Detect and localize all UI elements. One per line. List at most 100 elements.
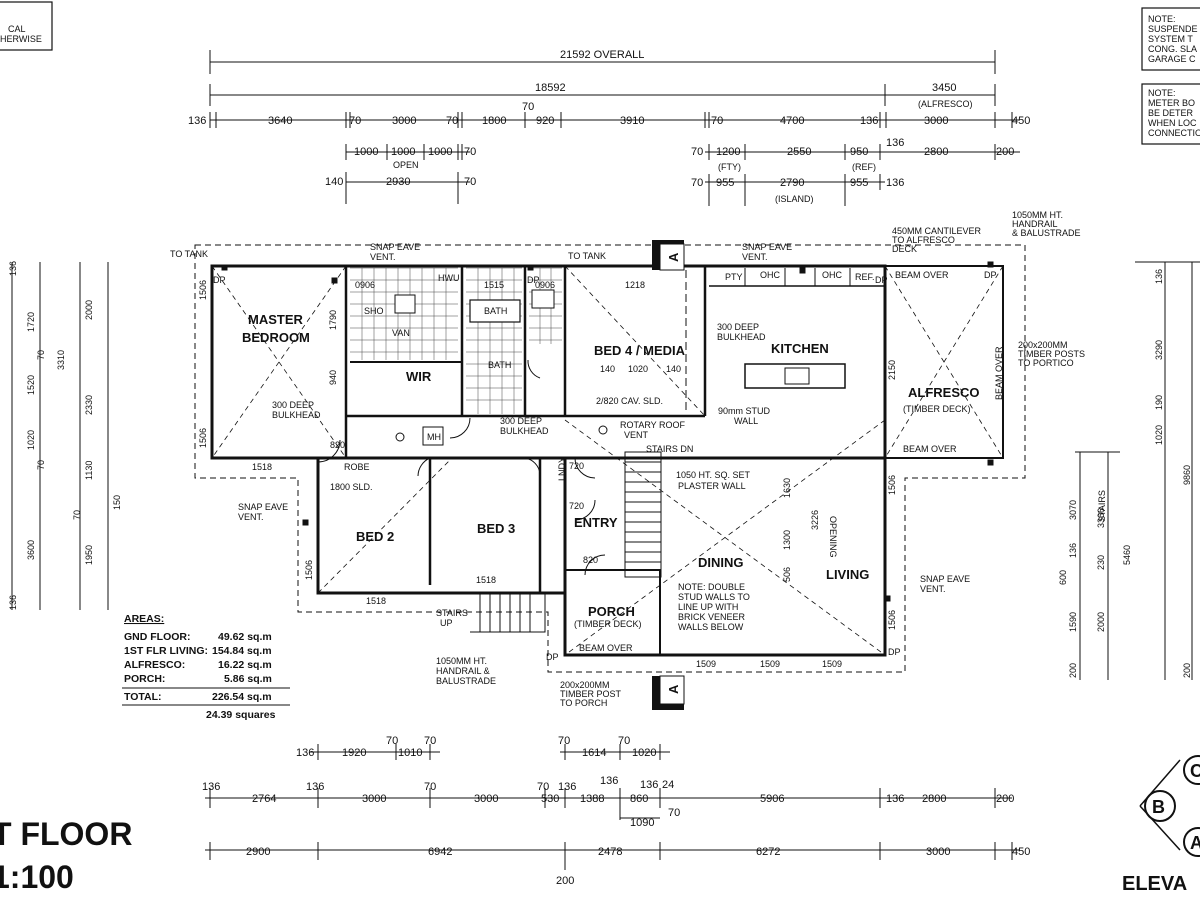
- room-wir-label: WIR: [406, 369, 432, 384]
- bottom-dimensions: 136 1920 1010 70 70 70 1614 1020 70 136 …: [202, 735, 1030, 887]
- note-text: NOTE:: [1148, 14, 1176, 24]
- dimension-label: 1518: [366, 596, 386, 606]
- dimension-label: 2800: [922, 793, 946, 805]
- dimension-label: 136: [558, 781, 576, 793]
- dimension-label: 9860: [1182, 465, 1192, 485]
- left-dimensions: 136 1720 70 1520 1020 70 1130 3600 1950 …: [8, 261, 314, 610]
- dimension-label: 820: [583, 555, 598, 565]
- dimension-label: 1200: [716, 146, 740, 158]
- dimension-label: 3000: [392, 115, 416, 127]
- section-label: A: [666, 252, 681, 262]
- room-bath-label: BATH: [488, 360, 511, 370]
- annotation: BEAM OVER: [994, 346, 1004, 400]
- annotation: DP: [875, 275, 888, 285]
- dimension-label: 450: [1012, 846, 1030, 858]
- dimension-label: 530: [541, 793, 559, 805]
- annotation: WALLS BELOW: [678, 622, 744, 632]
- dimension-label: 136: [886, 793, 904, 805]
- annotation: 300 DEEP: [500, 416, 542, 426]
- dimension-label: 1790: [328, 310, 338, 330]
- title-line1: T FLOOR: [0, 816, 132, 852]
- dimension-label: 1000: [391, 146, 415, 158]
- dimension-label: 3000: [926, 846, 950, 858]
- annotation: BULKHEAD: [272, 410, 321, 420]
- dimension-label: 3000: [362, 793, 386, 805]
- dimension-label: 70: [36, 350, 46, 360]
- dimension-label: 1950: [84, 545, 94, 565]
- annotation: TO PORCH: [560, 698, 607, 708]
- dimension-label: 1506: [198, 428, 208, 448]
- dimension-label: 1388: [580, 793, 604, 805]
- dimension-label: 1506: [198, 280, 208, 300]
- dimension-label: OPEN: [393, 160, 419, 170]
- dimension-label: (FTY): [718, 162, 741, 172]
- room-alfresco-sub: (TIMBER DECK): [903, 404, 971, 414]
- dimension-label: 200: [996, 793, 1014, 805]
- area-total-label: TOTAL:: [124, 691, 162, 703]
- dimension-label: 1300: [782, 530, 792, 550]
- elevation-label: ELEVA: [1122, 873, 1187, 895]
- note-box-right-1: NOTE: SUSPENDE SYSTEM T CONG. SLA GARAGE…: [1141, 7, 1200, 71]
- dimension-label: 140: [600, 364, 615, 374]
- dimension-label: 140: [325, 176, 343, 188]
- dimension-label: 2900: [246, 846, 270, 858]
- room-living-label: LIVING: [826, 567, 869, 582]
- note-text: NOTE:: [1148, 88, 1176, 98]
- dimension-label: 18592: [535, 82, 566, 94]
- title-line2: 1:100: [0, 859, 74, 895]
- dimension-label: 70: [537, 781, 549, 793]
- dimension-label: 136: [600, 775, 618, 787]
- dimension-label: 820: [330, 440, 345, 450]
- room-bed3-label: BED 3: [477, 521, 515, 536]
- dimension-label: 70: [36, 460, 46, 470]
- dimension-label: 200: [1182, 663, 1192, 678]
- note-text: CONNECTIO: [1148, 128, 1200, 138]
- note-text: GARAGE C: [1148, 54, 1196, 64]
- dimension-label: 1020: [628, 364, 648, 374]
- annotation: TIMBER POSTS: [1018, 349, 1085, 359]
- dimension-label: 190: [1154, 395, 1164, 410]
- note-text: WHEN LOC: [1148, 118, 1197, 128]
- dimension-label: 3070: [1068, 500, 1078, 520]
- dimension-label: 70: [558, 735, 570, 747]
- dimension-label: 1614: [582, 747, 606, 759]
- dimension-label: 24: [662, 779, 674, 791]
- room-ref-label: REF.: [855, 272, 875, 282]
- dimension-label: 70: [691, 146, 703, 158]
- dimension-label: 70: [386, 735, 398, 747]
- dimension-label: 3910: [620, 115, 644, 127]
- annotation: TO TANK: [568, 251, 606, 261]
- annotation: 200x200MM: [560, 680, 610, 690]
- annotation: BEAM OVER: [579, 643, 633, 653]
- room-master-label: MASTER: [248, 312, 304, 327]
- annotation: 90mm STUD: [718, 406, 771, 416]
- dimension-label: 0906: [535, 280, 555, 290]
- dimension-label: 136: [306, 781, 324, 793]
- room-ohc-label: OHC: [760, 270, 781, 280]
- annotation: SNAP EAVE: [920, 574, 970, 584]
- annotation: BULKHEAD: [717, 332, 766, 342]
- dimension-label: 200: [1068, 663, 1078, 678]
- dimension-label: 230: [1096, 555, 1106, 570]
- annotation: DP: [546, 652, 559, 662]
- annotations: TO TANK TO TANK SNAP EAVE VENT. SNAP EAV…: [170, 210, 1107, 708]
- dimension-label: 136: [8, 595, 18, 610]
- dimension-label: 450: [1012, 115, 1030, 127]
- elevation-markers: B C A: [1139, 755, 1200, 857]
- note-box-top-left: CAL HERWISE: [0, 1, 53, 51]
- annotation: BEAM OVER: [895, 270, 949, 280]
- dimension-label: 720: [569, 501, 584, 511]
- dimension-label: 3310: [56, 350, 66, 370]
- areas-table: AREAS: GND FLOOR: 49.62 sq.m 1ST FLR LIV…: [124, 613, 276, 721]
- dimension-label: 2800: [924, 146, 948, 158]
- area-value: 154.84 sq.m: [212, 645, 272, 657]
- dimension-label: 1509: [696, 659, 716, 669]
- dimension-label: 3000: [474, 793, 498, 805]
- area-value: 16.22 sq.m: [218, 659, 272, 671]
- annotation: HWU: [438, 273, 460, 283]
- dimension-label: 1010: [398, 747, 422, 759]
- dimension-label: 4700: [780, 115, 804, 127]
- annotation: VENT.: [920, 584, 946, 594]
- dimension-label: 1130: [84, 461, 94, 480]
